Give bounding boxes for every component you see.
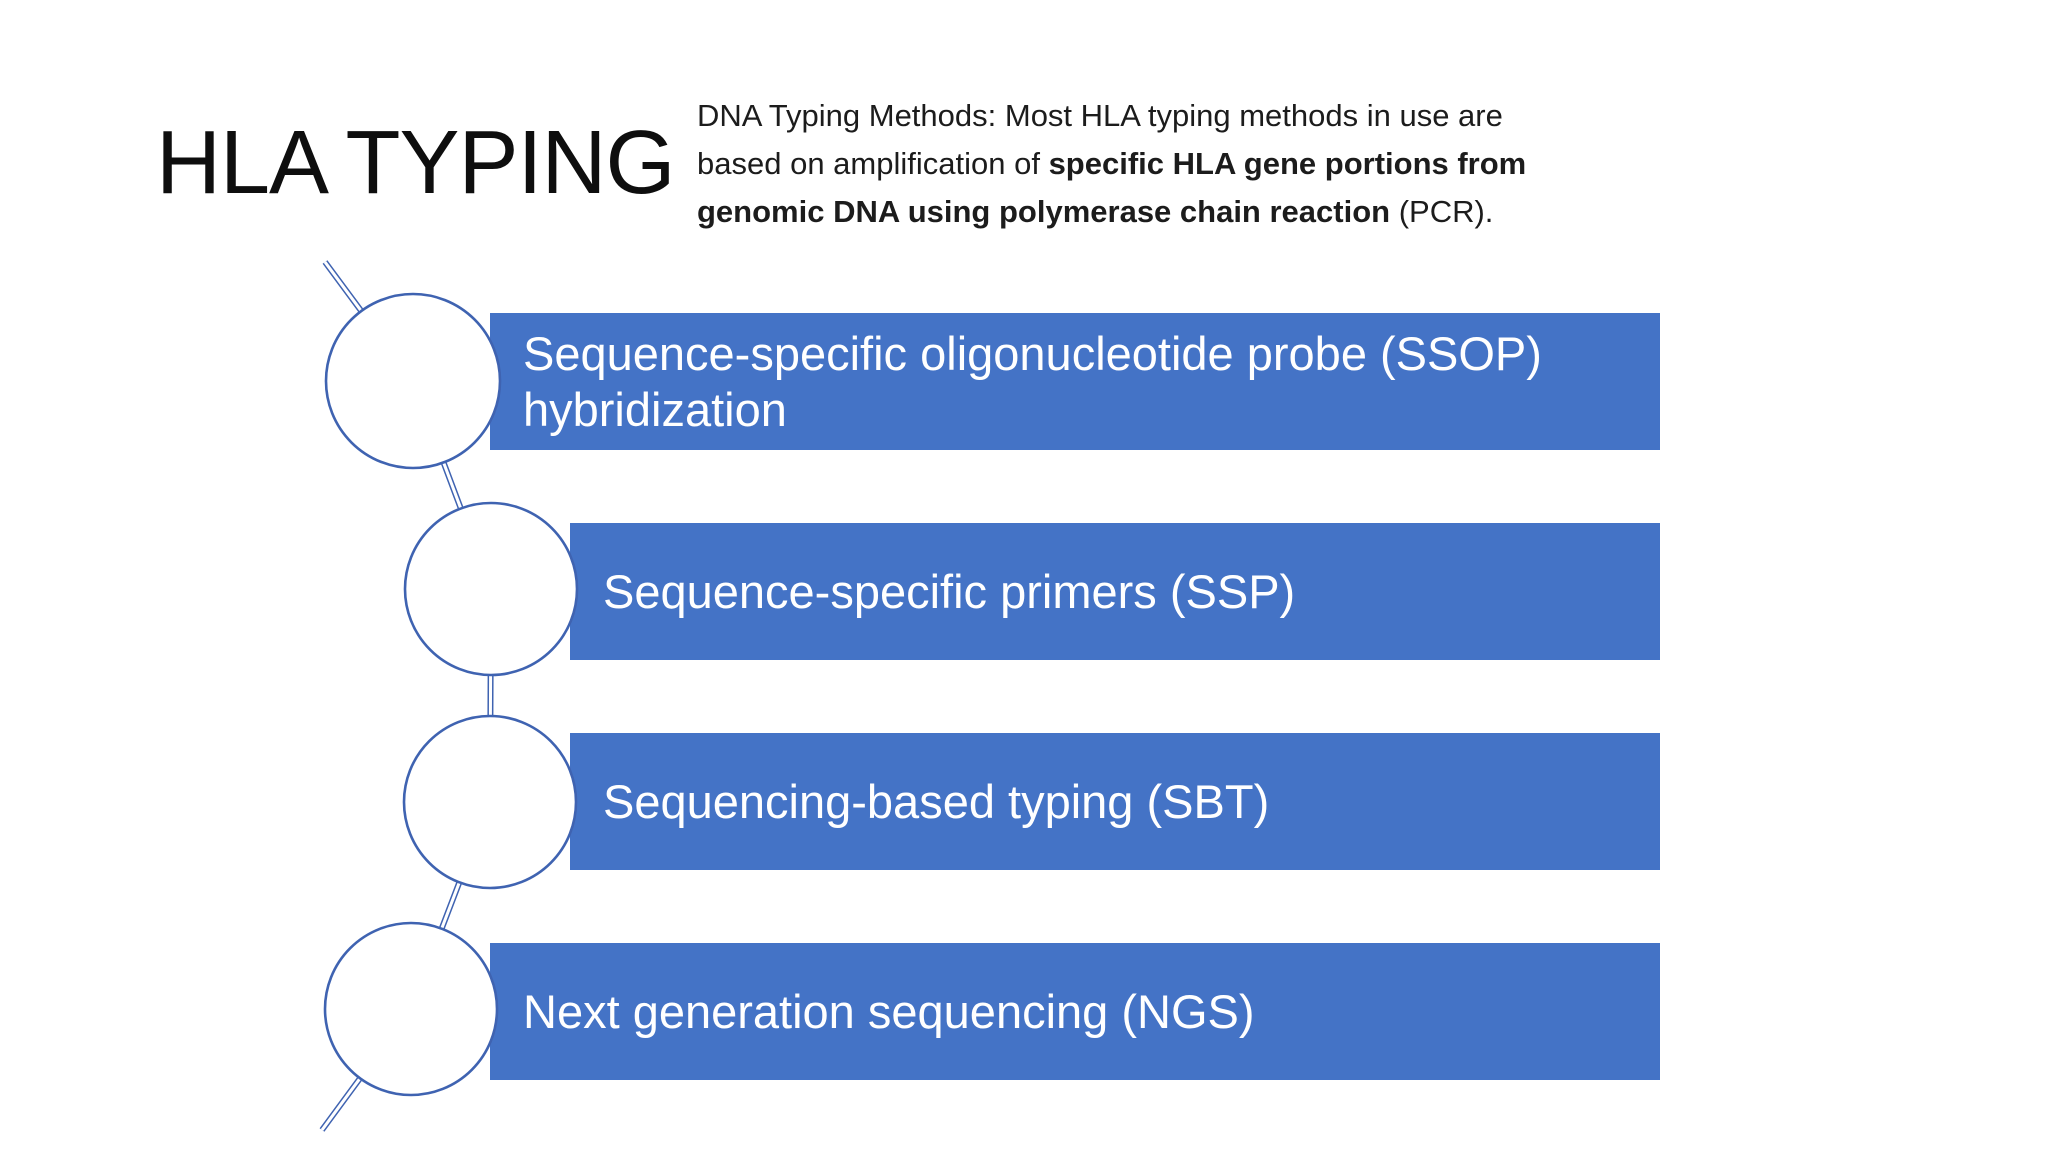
intro-paragraph: DNA Typing Methods: Most HLA typing meth… bbox=[697, 92, 1526, 236]
list-bar-ssp: Sequence-specific primers (SSP) bbox=[570, 523, 1660, 660]
bar-label-ngs: Next generation sequencing (NGS) bbox=[523, 984, 1255, 1038]
list-bar-sbt: Sequencing-based typing (SBT) bbox=[570, 733, 1660, 870]
intro-line: based on amplification of specific HLA g… bbox=[697, 146, 1527, 181]
slide-title: HLA TYPING bbox=[156, 113, 676, 213]
node-circle-icon-1 bbox=[324, 292, 502, 470]
bar-label-ssop: Sequence-specific oligonucleotide probe … bbox=[523, 326, 1542, 436]
list-bar-ngs: Next generation sequencing (NGS) bbox=[490, 943, 1660, 1080]
bar-label-ssp: Sequence-specific primers (SSP) bbox=[603, 564, 1296, 618]
intro-line: genomic DNA using polymerase chain react… bbox=[697, 194, 1494, 229]
connector-line-icon bbox=[319, 260, 495, 1132]
list-bar-ssop: Sequence-specific oligonucleotide probe … bbox=[490, 313, 1660, 450]
node-circle-icon-3 bbox=[402, 714, 578, 890]
intro-line: DNA Typing Methods: Most HLA typing meth… bbox=[697, 98, 1503, 133]
bar-label-sbt: Sequencing-based typing (SBT) bbox=[603, 774, 1270, 828]
connector-line-gap bbox=[320, 261, 493, 1131]
node-circle-icon-2 bbox=[403, 501, 579, 677]
node-circle-icon-4 bbox=[323, 921, 499, 1097]
